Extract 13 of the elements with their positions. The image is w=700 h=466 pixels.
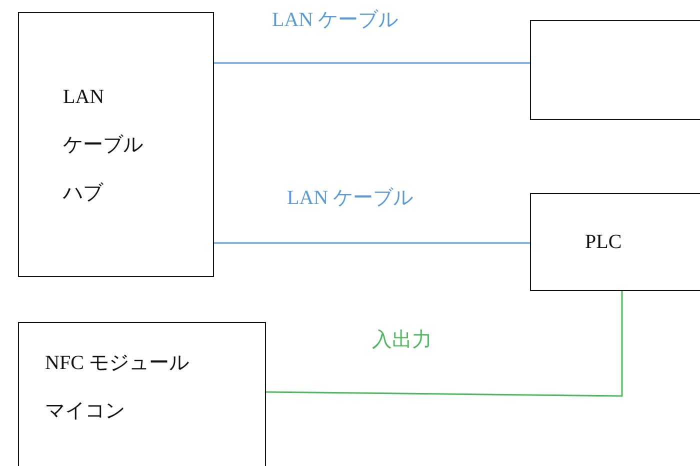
box-label: PLC [585,230,623,254]
process-box [530,193,700,291]
process-box [530,20,700,120]
connector-line [266,291,623,397]
box-label: LAN [63,84,106,108]
box-label: ハブ [63,180,104,204]
process-box [18,322,266,466]
connector-line [214,62,530,64]
box-label: ケーブル [63,132,144,156]
box-label: NFC モジュール [45,351,190,375]
connector-line [214,242,530,244]
box-label: マイコン [45,399,126,423]
process-box [18,12,214,277]
